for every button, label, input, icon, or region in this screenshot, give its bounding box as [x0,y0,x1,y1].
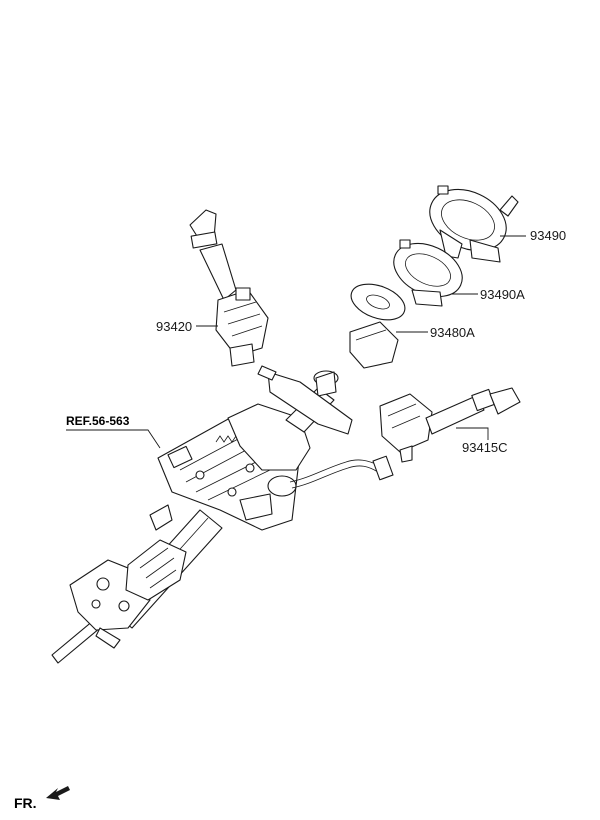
label-93415C: 93415C [462,440,508,455]
label-93490A: 93490A [480,287,525,302]
front-label: FR. [14,795,37,811]
lighting-switch-93420 [189,209,269,367]
leader-lines [66,235,526,449]
wiper-switch-93415C [379,387,521,463]
steering-column-assembly [51,365,394,664]
sensor-93480A [349,283,406,369]
label-93490: 93490 [530,228,566,243]
label-93480A: 93480A [430,325,475,340]
label-93420: 93420 [156,319,192,334]
clock-spring-93490 [429,185,519,263]
front-direction-indicator: FR. [14,786,70,811]
ring-93490A [393,239,463,307]
front-arrow-icon [46,786,70,800]
label-ref-56-563: REF.56-563 [66,414,130,428]
